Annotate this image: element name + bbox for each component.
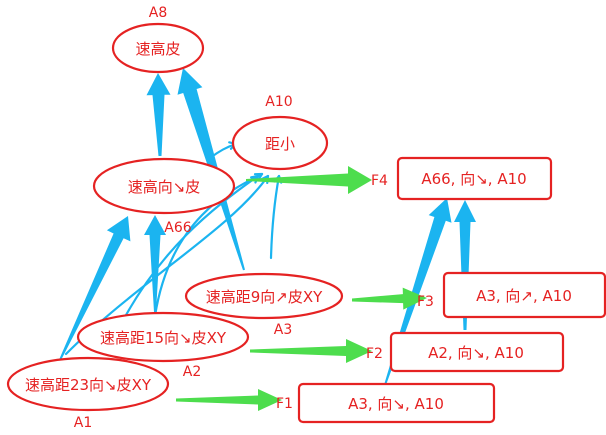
link-a3-f3 — [352, 287, 427, 310]
node-f1-box — [297, 382, 496, 424]
link-a10-f4 — [246, 166, 372, 194]
node-a2-text: 速高距15向↘皮XY — [100, 329, 227, 347]
node-a8-text: 速高皮 — [135, 40, 180, 58]
node-f2-box — [389, 331, 565, 373]
node-a66-label: A66 — [164, 220, 191, 236]
node-a10-text: 距小 — [265, 135, 295, 153]
node-a2-ellipse — [76, 311, 250, 363]
node-f3: A3, 向↗, A10 — [442, 271, 606, 319]
node-a2-label: A2 — [183, 364, 201, 380]
node-f2-text: A2, 向↘, A10 — [428, 344, 524, 362]
link-a2-f2 — [250, 339, 372, 363]
node-a66-text: 速高向↘皮 — [128, 178, 201, 196]
node-f3-text: A3, 向↗, A10 — [476, 287, 572, 305]
link-a1-f1 — [176, 389, 282, 411]
node-a3: 速高距9向↗皮XY — [184, 272, 344, 320]
node-f4-text: A66, 向↘, A10 — [421, 170, 526, 188]
node-a1-ellipse — [6, 356, 170, 412]
node-a3-ellipse — [184, 272, 344, 320]
link-a2-a66 — [144, 215, 166, 312]
link-f2-f4 — [454, 200, 476, 330]
node-a1: 速高距23向↘皮XY — [6, 356, 170, 412]
node-a2: 速高距15向↘皮XY — [76, 311, 250, 363]
node-a10-ellipse — [231, 115, 329, 171]
node-a8-label: A8 — [149, 5, 167, 21]
node-f3-label: F3 — [417, 294, 434, 310]
node-f1-label: F1 — [276, 396, 293, 412]
node-f2: A2, 向↘, A10 — [389, 331, 565, 373]
link-a1-a66 — [59, 216, 131, 361]
node-a1-label: A1 — [74, 415, 92, 431]
node-a8-ellipse — [111, 22, 205, 74]
node-a8: 速高皮 — [111, 22, 205, 74]
node-f1-text: A3, 向↘, A10 — [348, 395, 444, 413]
link-a66-a8 — [146, 73, 171, 156]
node-f3-box — [442, 271, 606, 319]
node-f1: A3, 向↘, A10 — [297, 382, 496, 424]
link-a3-a10-thin — [269, 174, 283, 260]
node-f4-label: F4 — [371, 173, 388, 189]
node-a3-label: A3 — [274, 322, 292, 338]
node-a10-label: A10 — [265, 94, 292, 110]
node-f4: A66, 向↘, A10 — [396, 156, 553, 201]
node-a3-text: 速高距9向↗皮XY — [206, 288, 323, 306]
node-a10: 距小 — [231, 115, 329, 171]
node-a66-ellipse — [92, 157, 236, 215]
node-f2-label: F2 — [366, 346, 383, 362]
node-f4-box — [396, 156, 553, 201]
node-a66: 速高向↘皮 — [92, 157, 236, 215]
node-a1-text: 速高距23向↘皮XY — [25, 376, 152, 394]
